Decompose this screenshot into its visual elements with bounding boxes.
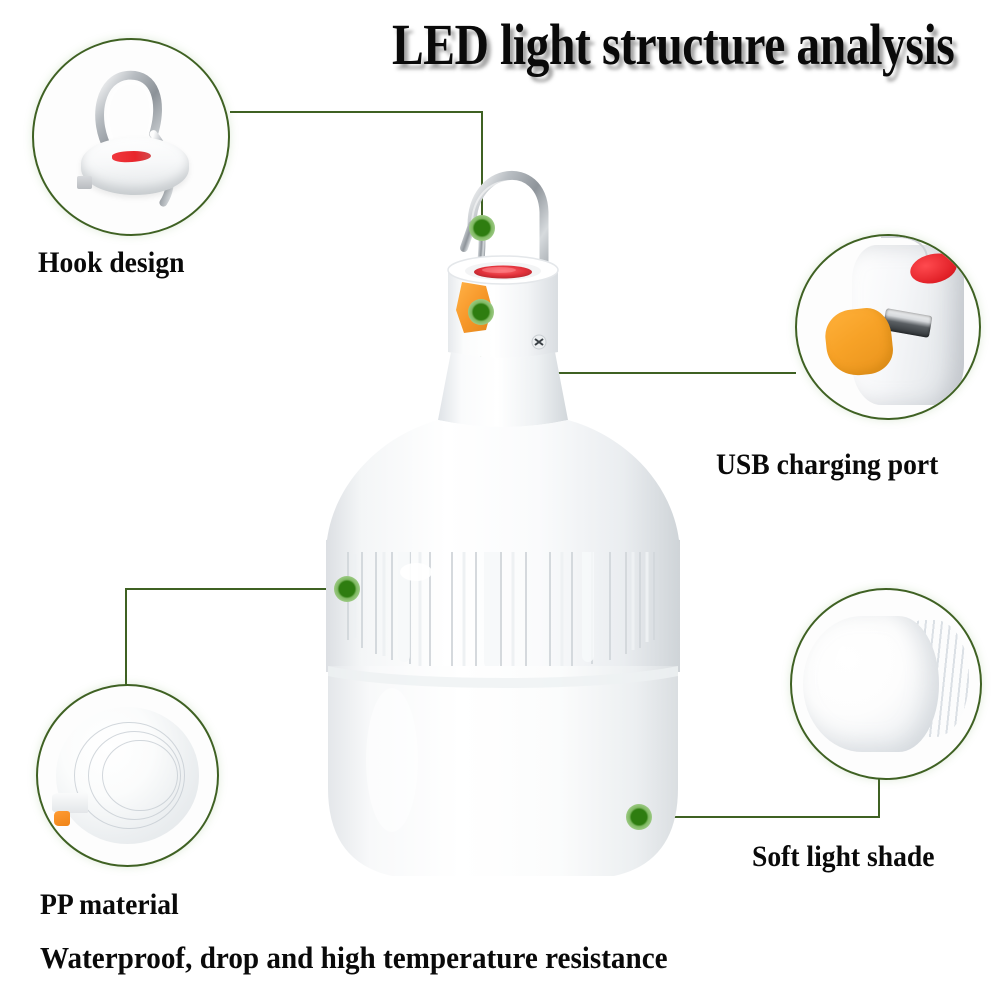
detail-circle-shade[interactable]: [790, 588, 982, 780]
page-title: LED light structure analysis: [392, 12, 955, 77]
shade-highlight: [366, 688, 418, 832]
callout-label-usb: USB charging port: [716, 448, 939, 481]
marker-dot-pp[interactable]: [334, 576, 360, 602]
usb-rubber-flap: [822, 305, 895, 378]
led-bulb-illustration: [326, 171, 680, 876]
pp-neck-stem: [52, 793, 89, 814]
pp-material-detail-icon: [38, 686, 217, 865]
detail-circle-usb[interactable]: [795, 234, 981, 420]
callout-label-pp: PP material: [40, 888, 179, 921]
callout-label-shade: Soft light shade: [752, 840, 935, 873]
pp-rib-ring-1: [73, 721, 185, 830]
footer-caption: Waterproof, drop and high temperature re…: [40, 940, 668, 975]
bulb-neck: [438, 352, 568, 427]
shade-seam: [328, 666, 678, 688]
hook-puck: [80, 137, 190, 196]
bulb-ribbed-body: [326, 528, 680, 672]
usb-port-detail-icon: [797, 236, 979, 418]
hook-side-nub: [76, 175, 93, 190]
bulb-shoulder: [326, 420, 680, 552]
pp-orange-flap: [54, 811, 71, 826]
shade-diffuser-dome: [803, 616, 939, 752]
callout-label-hook: Hook design: [38, 246, 185, 279]
detail-circle-pp[interactable]: [36, 684, 219, 867]
marker-dot-shade[interactable]: [626, 804, 652, 830]
marker-dot-hook[interactable]: [469, 215, 495, 241]
marker-dot-usb[interactable]: [468, 299, 494, 325]
soft-shade-detail-icon: [792, 590, 980, 778]
detail-circle-hook[interactable]: [32, 38, 230, 236]
pp-rib-ring-2: [88, 730, 182, 821]
bulb-soft-shade: [328, 666, 678, 876]
pp-rib-ring-3: [102, 739, 178, 812]
